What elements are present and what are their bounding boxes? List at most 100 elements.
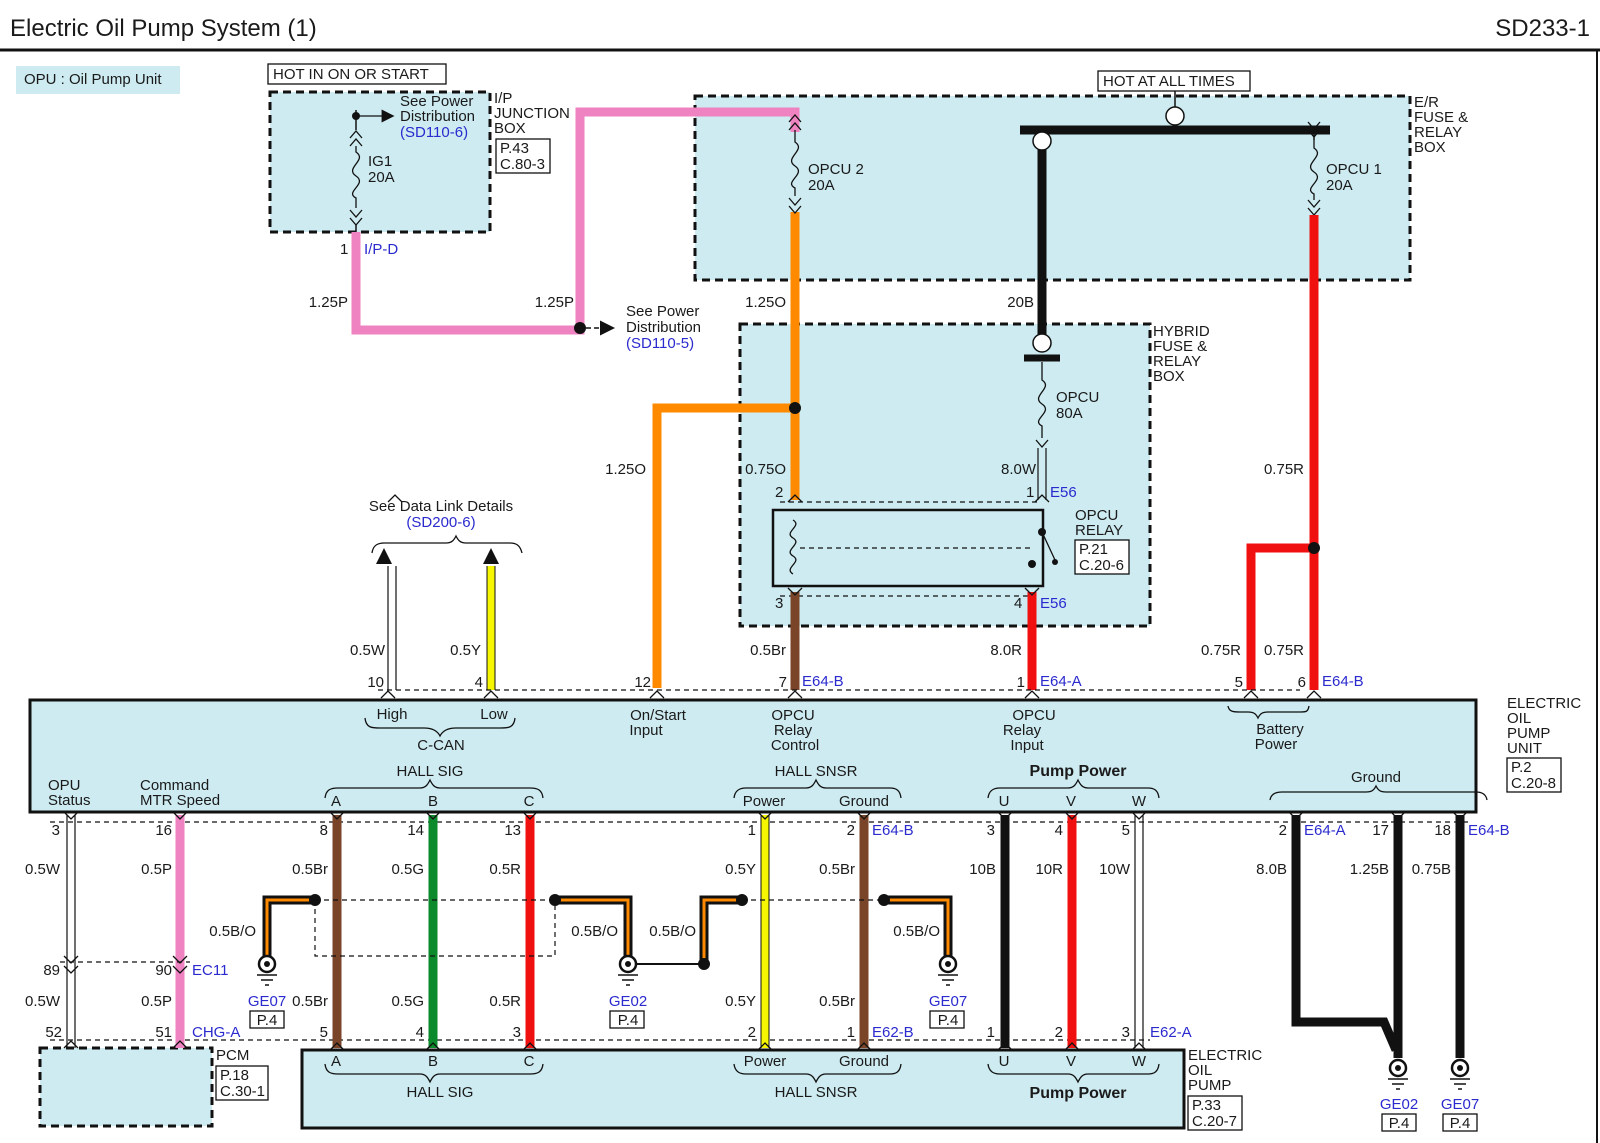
c-can-label: C-CAN [417,737,465,754]
pcm-ref-1: P.18 [220,1067,249,1084]
er-fuse-relay-box: HOT AT ALL TIMES E/R FUSE & RELAY BOX OP… [693,70,1468,282]
label-0-5w: 0.5W [350,642,386,659]
ppin-u1: 1 [987,1024,995,1041]
ground-icon [1388,1058,1408,1090]
opcu-80a-fuse-rating: 80A [1056,405,1083,422]
ec11-pcm-pins: 89 90 EC11 52 51 CHG-A [43,962,240,1041]
ge07-a-ref: P.4 [257,1012,278,1029]
lbl-0-5y-a: 0.5Y [725,861,756,878]
cmd-speed-2: MTR Speed [140,792,220,809]
legend-text: OPU : Oil Pump Unit [24,71,162,88]
ip-box-name-2: JUNCTION [494,105,570,122]
on-start-2: Input [629,722,663,739]
ppin-2: 2 [748,1024,756,1041]
ppin-4: 4 [416,1024,424,1041]
opu-top-pins: 10 4 12 7 E64-B 1 E64-A 5 6 E64-B [367,673,1363,691]
pump-name-2: OIL [1188,1062,1212,1079]
relay-conn-bottom: E56 [1040,595,1067,612]
bconn-e64-b-2: E64-B [1468,822,1510,839]
opu-name-3: PUMP [1507,725,1550,742]
data-link-text: See Data Link Details [369,498,513,515]
relay-pin-3: 3 [775,595,783,612]
pcm-name: PCM [216,1047,249,1064]
conn-e64-b: E64-B [802,673,844,690]
lbl-0-5r-a: 0.5R [489,861,521,878]
ip-see-power-ref: (SD110-6) [400,124,468,141]
lbl-0-5w-a: 0.5W [25,861,61,878]
ground-icon [618,954,638,986]
hot-in-on-label: HOT IN ON OR START [273,66,429,83]
pcm-pin-51: 51 [155,1024,172,1041]
opu-status-2: Status [48,792,91,809]
lbl-8-0b: 8.0B [1256,861,1287,878]
bpin-17: 17 [1372,822,1389,839]
ip-pin-1: 1 [340,241,348,258]
pin-4: 4 [475,674,483,691]
relay-name-2: RELAY [1075,522,1123,539]
opu-v: V [1066,793,1076,810]
hybrid-fuse-relay-box: HYBRID FUSE & RELAY BOX OPCU 80A OPCU RE… [738,322,1210,628]
lower-wire-labels: 0.5W 0.5P 0.5Br 0.5G 0.5R 0.5Y 0.5Br 10B… [25,861,1451,1010]
relay-control-2: Relay [774,722,813,739]
er-box-name-2: FUSE & [1414,109,1468,126]
pin-1: 1 [1017,674,1025,691]
pump-c: C [524,1053,535,1070]
bpin-14: 14 [407,822,424,839]
opu-name-1: ELECTRIC [1507,695,1581,712]
ge02-b-ref: P.4 [1389,1115,1410,1132]
opu-name-4: UNIT [1507,740,1542,757]
lbl-bo-3: 0.5B/O [649,923,696,940]
page-code: SD233-1 [1495,15,1590,42]
pin-7: 7 [779,674,787,691]
label-0-75r-a: 0.75R [1201,642,1241,659]
opu-u: U [999,793,1010,810]
label-1-25o-b: 1.25O [605,461,646,478]
lbl-0-5g-a: 0.5G [391,861,424,878]
ec11-pin-90: 90 [155,962,172,979]
c-can-low: Low [480,706,508,723]
opu-power: Power [743,793,786,810]
electric-oil-pump-unit: ELECTRIC OIL PUMP UNIT P.2 C.20-8 High L… [28,695,1581,814]
ip-see-power-1: See Power [400,93,473,110]
hybrid-box-name-3: RELAY [1153,353,1201,370]
relay-input-2: Relay [1003,722,1042,739]
pump-hall-sig: HALL SIG [407,1084,474,1101]
lbl-0-5br-d: 0.5Br [819,993,855,1010]
opcu1-fuse-rating: 20A [1326,177,1353,194]
pump-ref-1: P.33 [1192,1097,1221,1114]
opu-bottom-pins: 3 16 8 14 13 1 2 E64-B 3 4 5 2 E64-A 17 … [52,822,1510,839]
er-box-name-3: RELAY [1414,124,1462,141]
lbl-1-25b: 1.25B [1350,861,1389,878]
pconn-e62-b: E62-B [872,1024,914,1041]
label-0-5br: 0.5Br [750,642,786,659]
ge07-b: GE07 [929,993,967,1010]
ip-box-ref-2: C.80-3 [500,156,545,173]
ip-junction-box: HOT IN ON OR START I/P JUNCTION BOX P.43… [267,63,570,258]
pump-ref-2: C.20-7 [1192,1113,1237,1130]
label-8-0r: 8.0R [990,642,1022,659]
hybrid-box-name-1: HYBRID [1153,323,1210,340]
ec11-pin-89: 89 [43,962,60,979]
ppin-5: 5 [320,1024,328,1041]
ge07-b-ref: P.4 [938,1012,959,1029]
pump-hall-snsr: HALL SNSR [775,1084,858,1101]
bpin-3: 3 [52,822,60,839]
mid-see-power-ref: (SD110-5) [626,335,694,352]
ip-connector: I/P-D [364,241,398,258]
wire-orange-onstart [652,403,795,688]
ground-icon [938,954,958,986]
label-0-75r: 0.75R [1264,461,1304,478]
connector-marks [63,494,1468,1051]
pump-ground-label: Ground [839,1053,889,1070]
ground-icon [1450,1058,1470,1090]
opcu-80a-fuse-icon [1037,362,1047,438]
relay-control-1: OPCU [771,707,814,724]
relay-conn-top: E56 [1050,484,1077,501]
lbl-0-5r-b: 0.5R [489,993,521,1010]
ge02-b: GE02 [1380,1096,1418,1113]
opu-pump-power: Pump Power [1030,763,1127,780]
wire-red-075r-b [1246,543,1314,690]
header: Electric Oil Pump System (1) SD233-1 [0,15,1600,1143]
ig1-fuse-icon [349,109,395,232]
